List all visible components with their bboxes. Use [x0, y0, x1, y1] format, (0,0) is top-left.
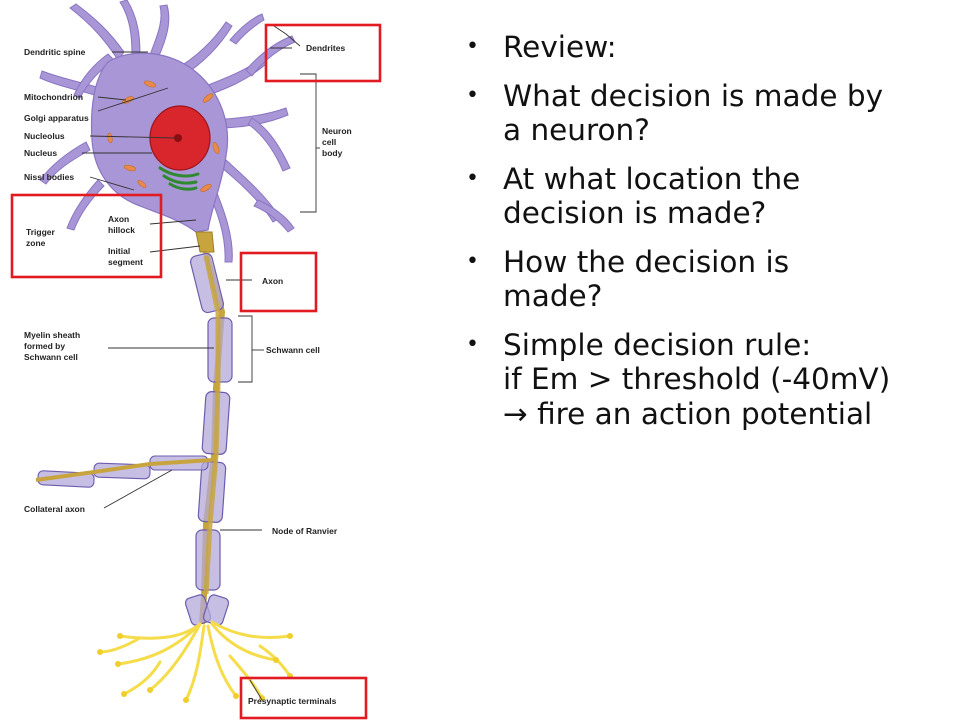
label-collateral-axon: Collateral axon — [24, 504, 85, 514]
label-initial-segment-1: Initial — [108, 246, 130, 256]
bullet-line: if Em > threshold (-40mV) — [503, 362, 891, 396]
terminals-shape — [98, 620, 292, 702]
highlight-boxes — [10, 23, 382, 720]
bullet-item: • Simple decision rule:if Em > threshold … — [462, 328, 957, 432]
label-initial-segment-2: segment — [108, 257, 143, 267]
neuron-diagram: Dendritic spine Mitochondrion Golgi appa… — [10, 0, 382, 720]
nucleolus-shape — [174, 134, 182, 142]
bullet-line: What decision is made by — [503, 78, 884, 113]
label-golgi: Golgi apparatus — [24, 113, 89, 123]
label-myelin-3: Schwann cell — [24, 352, 78, 362]
label-axon: Axon — [262, 276, 283, 286]
bullet-line: Simple decision rule: — [503, 327, 812, 362]
bullet-item: • Review: — [462, 30, 957, 65]
label-mitochondrion: Mitochondrion — [24, 92, 83, 102]
presynaptic-highlight-box — [239, 676, 368, 720]
bullet-line: At what location the — [503, 161, 801, 196]
bullet-line: a neuron? — [503, 113, 650, 147]
label-myelin-1: Myelin sheath — [24, 330, 80, 340]
label-trigger-zone-1: Trigger — [26, 227, 56, 237]
label-cell-body-3: body — [322, 148, 343, 158]
label-cell-body-1: Neuron — [322, 126, 352, 136]
axon-shape — [35, 231, 233, 626]
label-myelin-2: formed by — [24, 341, 65, 351]
bullet-dot-icon: • — [466, 34, 479, 59]
label-schwann-cell: Schwann cell — [266, 345, 320, 355]
trigger-zone-highlight-box — [10, 193, 163, 279]
label-nissl: Nissl bodies — [24, 172, 74, 182]
label-cell-body-2: cell — [322, 137, 336, 147]
label-axon-hillock-1: Axon — [108, 214, 129, 224]
bullet-line: Review: — [503, 30, 617, 64]
label-trigger-zone-2: zone — [26, 238, 46, 248]
label-dendritic-spine: Dendritic spine — [24, 47, 86, 57]
bullet-line: made? — [503, 279, 603, 313]
label-axon-hillock-2: hillock — [108, 225, 135, 235]
mitochondria-shape — [107, 80, 220, 192]
dendrites-shape — [39, 0, 296, 263]
bullet-line: How the decision is — [503, 244, 790, 279]
axon-highlight-box — [239, 251, 318, 313]
bullet-dot-icon: • — [466, 82, 479, 108]
bullet-dot-icon: • — [466, 248, 479, 274]
diagram-labels: Dendritic spine Mitochondrion Golgi appa… — [24, 43, 352, 706]
label-nucleus: Nucleus — [24, 148, 57, 158]
golgi-shape — [158, 166, 200, 191]
bullet-line: → fire an action potential — [503, 396, 873, 431]
leader-lines — [82, 25, 320, 701]
bullet-line: decision is made? — [503, 196, 767, 230]
bullet-dot-icon: • — [466, 165, 479, 191]
label-presynaptic-terminals: Presynaptic terminals — [248, 696, 337, 706]
label-node-of-ranvier: Node of Ranvier — [272, 526, 338, 536]
bullet-dot-icon: • — [466, 331, 479, 357]
label-nucleolus: Nucleolus — [24, 131, 65, 141]
label-dendrites: Dendrites — [306, 43, 345, 53]
dendrites-highlight-box — [264, 23, 382, 83]
